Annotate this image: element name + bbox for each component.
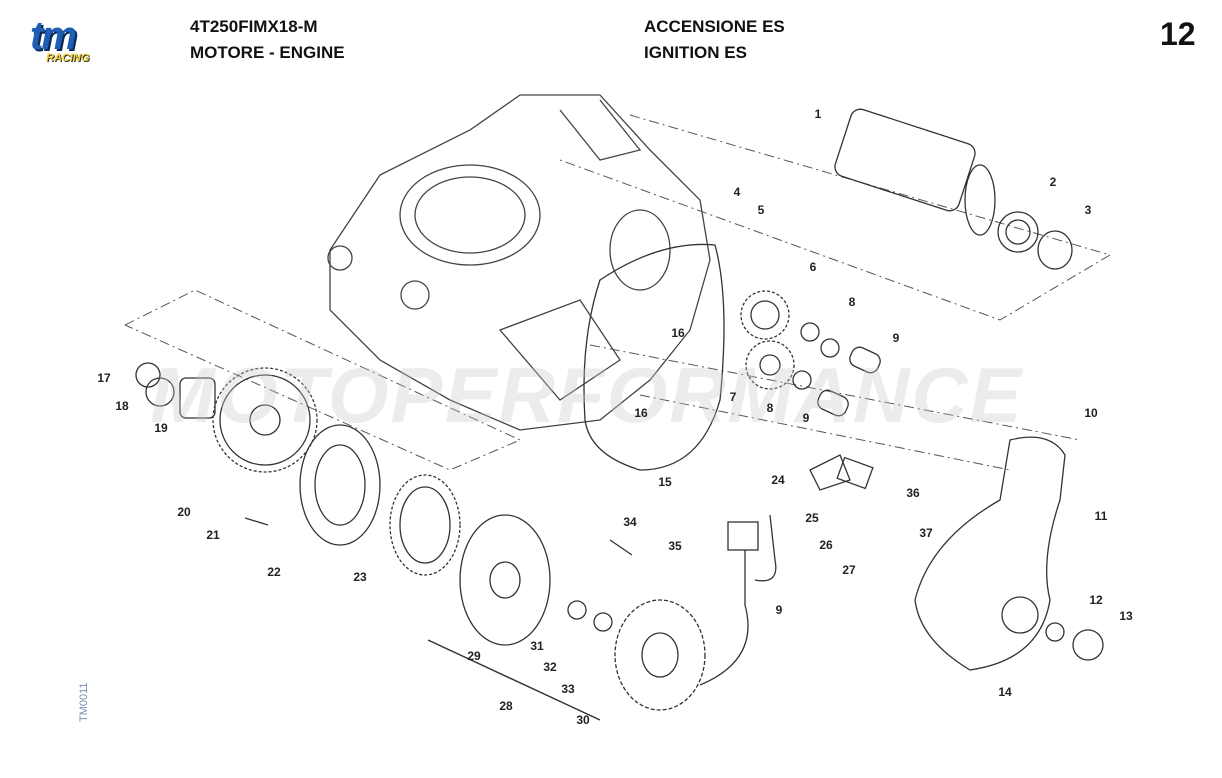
callout-label: 33 <box>561 682 575 696</box>
callout-label: 19 <box>154 421 168 435</box>
callout-label: 32 <box>543 660 557 674</box>
callout-label: 21 <box>206 528 220 542</box>
callout-label: 35 <box>668 539 682 553</box>
callout-label: 22 <box>267 565 281 579</box>
callout-label: 23 <box>353 570 367 584</box>
callout-label: 1 <box>814 107 822 121</box>
callout-label: 8 <box>766 401 774 415</box>
callout-label: 15 <box>658 475 672 489</box>
callout-label: 16 <box>671 326 685 340</box>
group-title: MOTORE - ENGINE <box>190 43 345 62</box>
flywheel-parts <box>244 424 706 711</box>
callout-label: 31 <box>530 639 544 653</box>
callout-label: 3 <box>1084 203 1092 217</box>
callout-label: 30 <box>576 713 590 727</box>
gasket <box>583 243 725 471</box>
callout-label: 10 <box>1084 406 1098 420</box>
callout-label: 14 <box>998 685 1012 699</box>
drawing-code: TM0011 <box>78 682 90 722</box>
page-number: 12 <box>1160 16 1196 52</box>
pickup-wiring <box>699 454 874 686</box>
header-center: ACCENSIONE ES IGNITION ES <box>644 14 785 66</box>
starter-motor <box>834 108 1073 270</box>
callout-label: 7 <box>729 390 737 404</box>
callout-label: 9 <box>892 331 900 345</box>
header-left: 4T250FIMX18-M MOTORE - ENGINE <box>190 14 345 66</box>
callout-label: 18 <box>115 399 129 413</box>
logo-racing-text: RACING <box>46 52 90 64</box>
callout-label: 13 <box>1119 609 1133 623</box>
callout-label: 17 <box>97 371 111 385</box>
callout-label: 12 <box>1089 593 1103 607</box>
callout-label: 24 <box>771 473 785 487</box>
callout-label: 29 <box>467 649 481 663</box>
callout-label: 27 <box>842 563 856 577</box>
idler-gears <box>740 290 881 417</box>
callout-label: 9 <box>802 411 810 425</box>
callout-label: 4 <box>733 185 741 199</box>
logo-tm-text: tm <box>30 14 77 58</box>
callout-label: 6 <box>809 260 817 274</box>
callout-label: 36 <box>906 486 920 500</box>
model-code: 4T250FIMX18-M <box>190 17 318 36</box>
section-title-it: ACCENSIONE ES <box>644 17 785 36</box>
ignition-cover <box>914 436 1104 671</box>
starter-gear <box>135 362 318 473</box>
callout-label: 34 <box>623 515 637 529</box>
watermark: MOTOPERFORMANCE <box>150 351 1024 439</box>
bracket-group-28 <box>427 639 601 721</box>
callout-label: 8 <box>848 295 856 309</box>
callout-label: 9 <box>775 603 783 617</box>
callout-label: 5 <box>757 203 765 217</box>
callout-label: 37 <box>919 526 933 540</box>
callout-label: 11 <box>1094 509 1108 523</box>
section-title-en: IGNITION ES <box>644 43 747 62</box>
callout-label: 28 <box>499 699 513 713</box>
callout-label: 2 <box>1049 175 1057 189</box>
engine-crankcase <box>327 94 711 431</box>
callout-label: 20 <box>177 505 191 519</box>
callout-label: 26 <box>819 538 833 552</box>
tm-racing-logo: tm RACING <box>26 14 134 68</box>
callout-label: 25 <box>805 511 819 525</box>
callout-label: 16 <box>634 406 648 420</box>
